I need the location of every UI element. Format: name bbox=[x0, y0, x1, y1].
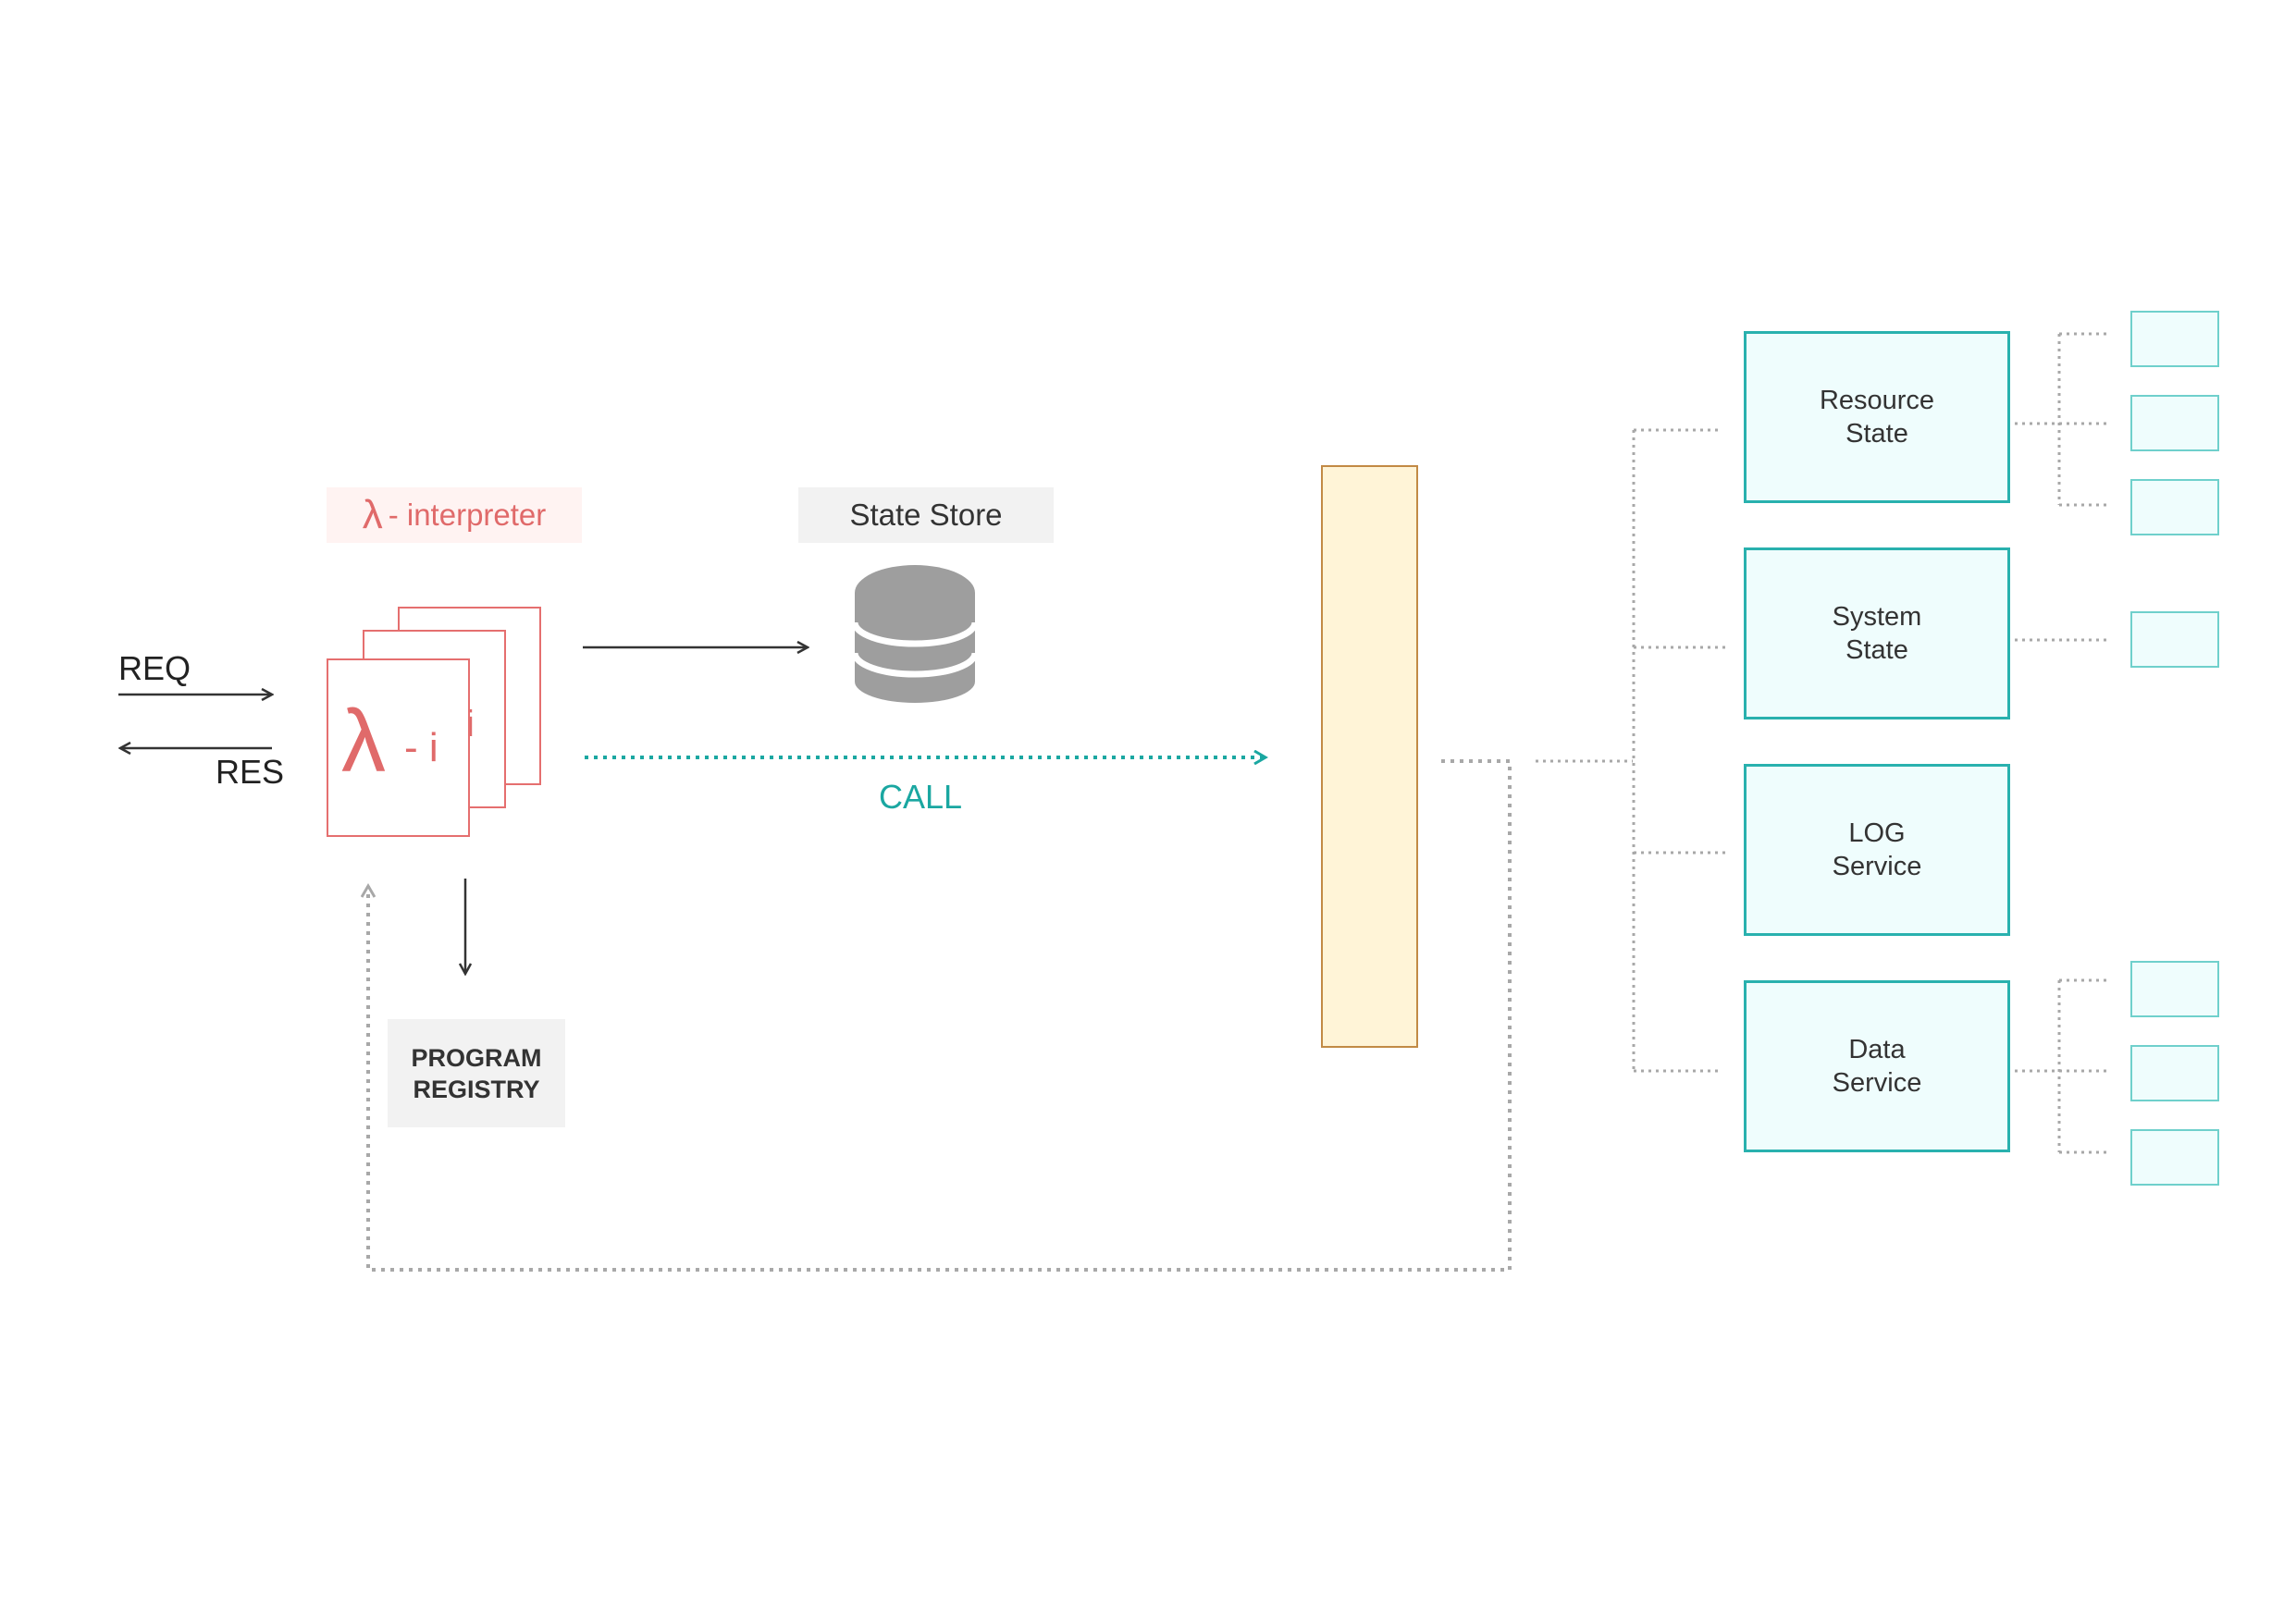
service-system-state: System State bbox=[1744, 547, 2010, 719]
interpreter-suffix: - i bbox=[404, 725, 438, 770]
state-store-label: State Store bbox=[798, 487, 1054, 543]
program-registry-box: PROGRAM REGISTRY bbox=[388, 1019, 565, 1127]
resource-sub-box bbox=[2130, 395, 2219, 451]
service-log: LOG Service bbox=[1744, 764, 2010, 936]
service-data: Data Service bbox=[1744, 980, 2010, 1152]
database-icon bbox=[851, 565, 979, 703]
data-sub-box bbox=[2130, 961, 2219, 1017]
system-sub-box bbox=[2130, 611, 2219, 668]
req-label: REQ bbox=[118, 649, 191, 687]
call-label: CALL bbox=[879, 778, 963, 816]
resource-sub-box bbox=[2130, 311, 2219, 367]
interpreter-label: λ - interpreter bbox=[327, 487, 582, 543]
resource-sub-box bbox=[2130, 479, 2219, 535]
service-resource-state: Resource State bbox=[1744, 331, 2010, 503]
return-loop bbox=[368, 759, 1512, 1272]
lambda-symbol: λ bbox=[362, 492, 383, 537]
page-symbol: i bbox=[466, 704, 475, 744]
lambda-symbol: λ bbox=[341, 692, 386, 791]
res-label: RES bbox=[216, 753, 285, 791]
data-sub-box bbox=[2130, 1045, 2219, 1101]
interpreter-page-front: λ - i bbox=[327, 658, 470, 837]
data-sub-box bbox=[2130, 1129, 2219, 1186]
interpreter-text: - interpreter bbox=[388, 498, 547, 532]
gateway-bar bbox=[1321, 465, 1418, 1048]
